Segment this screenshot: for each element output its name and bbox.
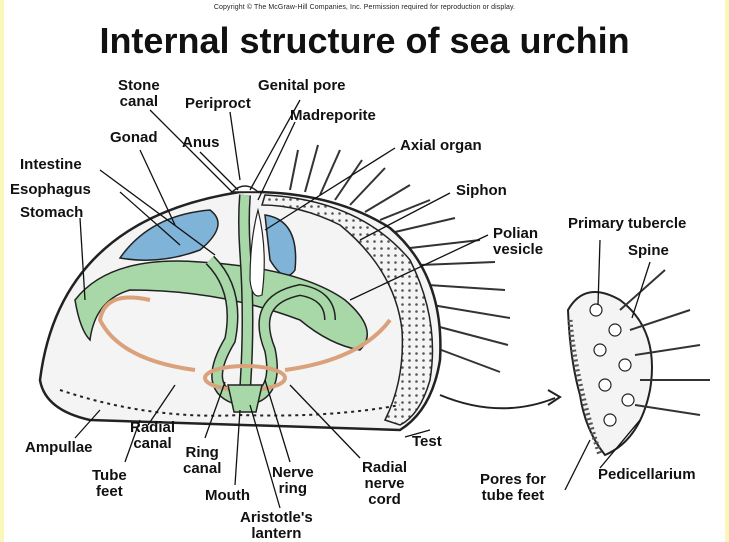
aristotles-lantern <box>228 385 262 412</box>
label-tube-feet: Tube feet <box>92 468 127 500</box>
label-anus: Anus <box>182 135 220 151</box>
label-aristotles-lantern: Aristotle's lantern <box>240 510 313 542</box>
label-genital-pore: Genital pore <box>258 78 346 94</box>
detail-arrow <box>440 395 555 408</box>
label-mouth: Mouth <box>205 488 250 504</box>
label-stone-canal: Stone canal <box>118 78 160 110</box>
label-gonad: Gonad <box>110 130 158 146</box>
label-stomach: Stomach <box>20 205 83 221</box>
label-ampullae: Ampullae <box>25 440 93 456</box>
label-nerve-ring: Nerve ring <box>272 465 314 497</box>
label-spine: Spine <box>628 243 669 259</box>
label-siphon: Siphon <box>456 183 507 199</box>
label-esophagus: Esophagus <box>10 182 91 198</box>
label-periproct: Periproct <box>185 96 251 112</box>
label-axial-organ: Axial organ <box>400 138 482 154</box>
test-fragment <box>568 292 652 455</box>
label-primary-tubercle: Primary tubercle <box>568 216 686 232</box>
label-madreporite: Madreporite <box>290 108 376 124</box>
label-radial-nerve-cord: Radial nerve cord <box>362 460 407 508</box>
label-test: Test <box>412 434 442 450</box>
label-radial-canal: Radial canal <box>130 420 175 452</box>
label-intestine: Intestine <box>20 157 82 173</box>
label-pores-for-tube-feet: Pores for tube feet <box>480 472 546 504</box>
label-ring-canal: Ring canal <box>183 445 221 477</box>
label-pedicellarium: Pedicellarium <box>598 467 696 483</box>
label-polian-vesicle: Polian vesicle <box>493 226 543 258</box>
periproct-cap <box>232 186 258 192</box>
